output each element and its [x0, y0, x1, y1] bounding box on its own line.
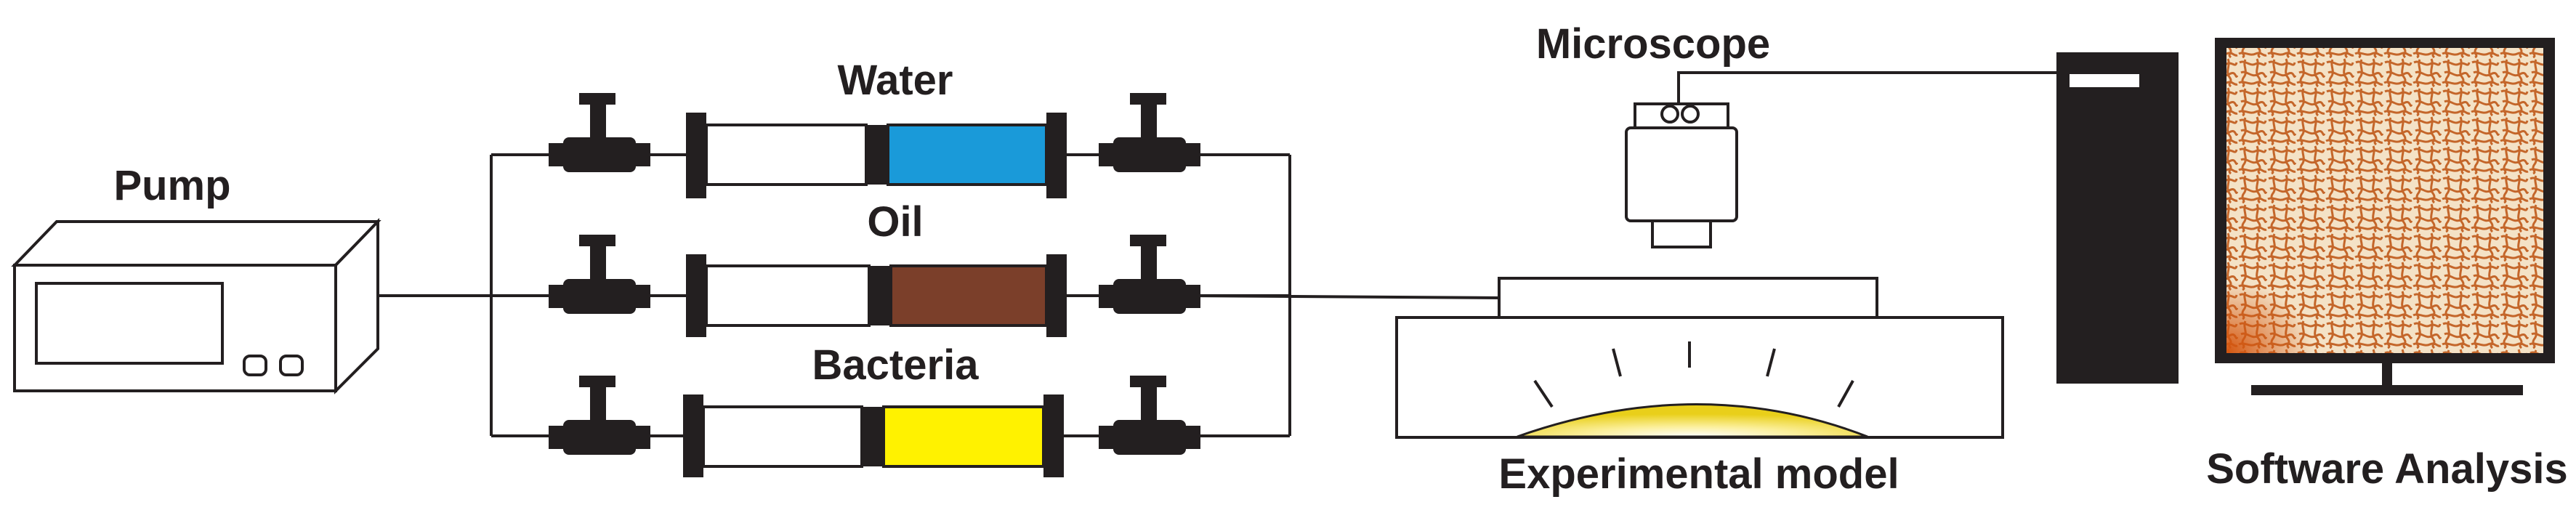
- experimental-model: [1395, 277, 2004, 439]
- container-water-fluid: [887, 124, 1048, 186]
- container-oil-right-cap: [1046, 254, 1067, 337]
- model-light-source: [1517, 403, 1868, 438]
- valve-right-bacteria: [1099, 376, 1200, 455]
- container-water-empty: [705, 124, 868, 186]
- pipe-to-model: [1191, 294, 1500, 299]
- container-bacteria-piston: [862, 407, 884, 466]
- pump-button-1: [243, 355, 267, 376]
- valve-left-water: [549, 93, 650, 172]
- valve-right-water: [1099, 93, 1200, 172]
- valve-right-oil: [1099, 235, 1200, 314]
- bacteria-label: Bacteria: [812, 341, 980, 389]
- container-bacteria-fluid: [882, 405, 1045, 468]
- container-water-left-cap: [686, 113, 706, 198]
- microscope-body: [1625, 126, 1738, 222]
- valves: [549, 93, 1200, 455]
- software-analysis-label: Software Analysis: [2206, 445, 2567, 493]
- tower-drive-slot: [2070, 74, 2139, 87]
- microscope-objective: [1651, 219, 1712, 248]
- container-bacteria-empty: [702, 405, 863, 468]
- pump-label: Pump: [113, 162, 230, 209]
- container-water-right-cap: [1046, 113, 1067, 198]
- pump-button-2: [279, 355, 304, 376]
- monitor-screen-corner: [2226, 280, 2314, 353]
- microscope: [1625, 102, 1738, 248]
- model-light-rays: [1533, 341, 1854, 408]
- microscope-label: Microscope: [1536, 20, 1770, 68]
- container-water: [686, 113, 1067, 198]
- container-oil: [686, 254, 1067, 337]
- container-oil-left-cap: [686, 254, 706, 337]
- container-bacteria: [683, 394, 1064, 477]
- microscope-eyepiece-right: [1681, 105, 1700, 124]
- computer-monitor: [2215, 38, 2555, 395]
- monitor-base: [2251, 385, 2523, 395]
- container-oil-empty: [705, 264, 871, 327]
- water-label: Water: [838, 57, 953, 104]
- experimental-model-label: Experimental model: [1498, 450, 1899, 498]
- pump-top-face: [11, 220, 381, 267]
- microscope-eyepiece-left: [1660, 105, 1679, 124]
- pump-display: [35, 282, 224, 365]
- valve-left-oil: [549, 235, 650, 314]
- container-oil-fluid: [889, 264, 1048, 327]
- tower-case: [2056, 52, 2179, 384]
- computer-tower: [2056, 52, 2179, 384]
- container-bacteria-right-cap: [1043, 394, 1064, 477]
- pump: [11, 218, 381, 394]
- container-oil-piston: [869, 266, 891, 325]
- model-chip: [1498, 277, 1878, 319]
- cable-microscope-to-computer: [1677, 71, 2056, 104]
- valve-left-bacteria: [549, 376, 650, 455]
- container-water-piston: [866, 125, 888, 185]
- oil-label: Oil: [867, 198, 923, 246]
- container-bacteria-left-cap: [683, 394, 703, 477]
